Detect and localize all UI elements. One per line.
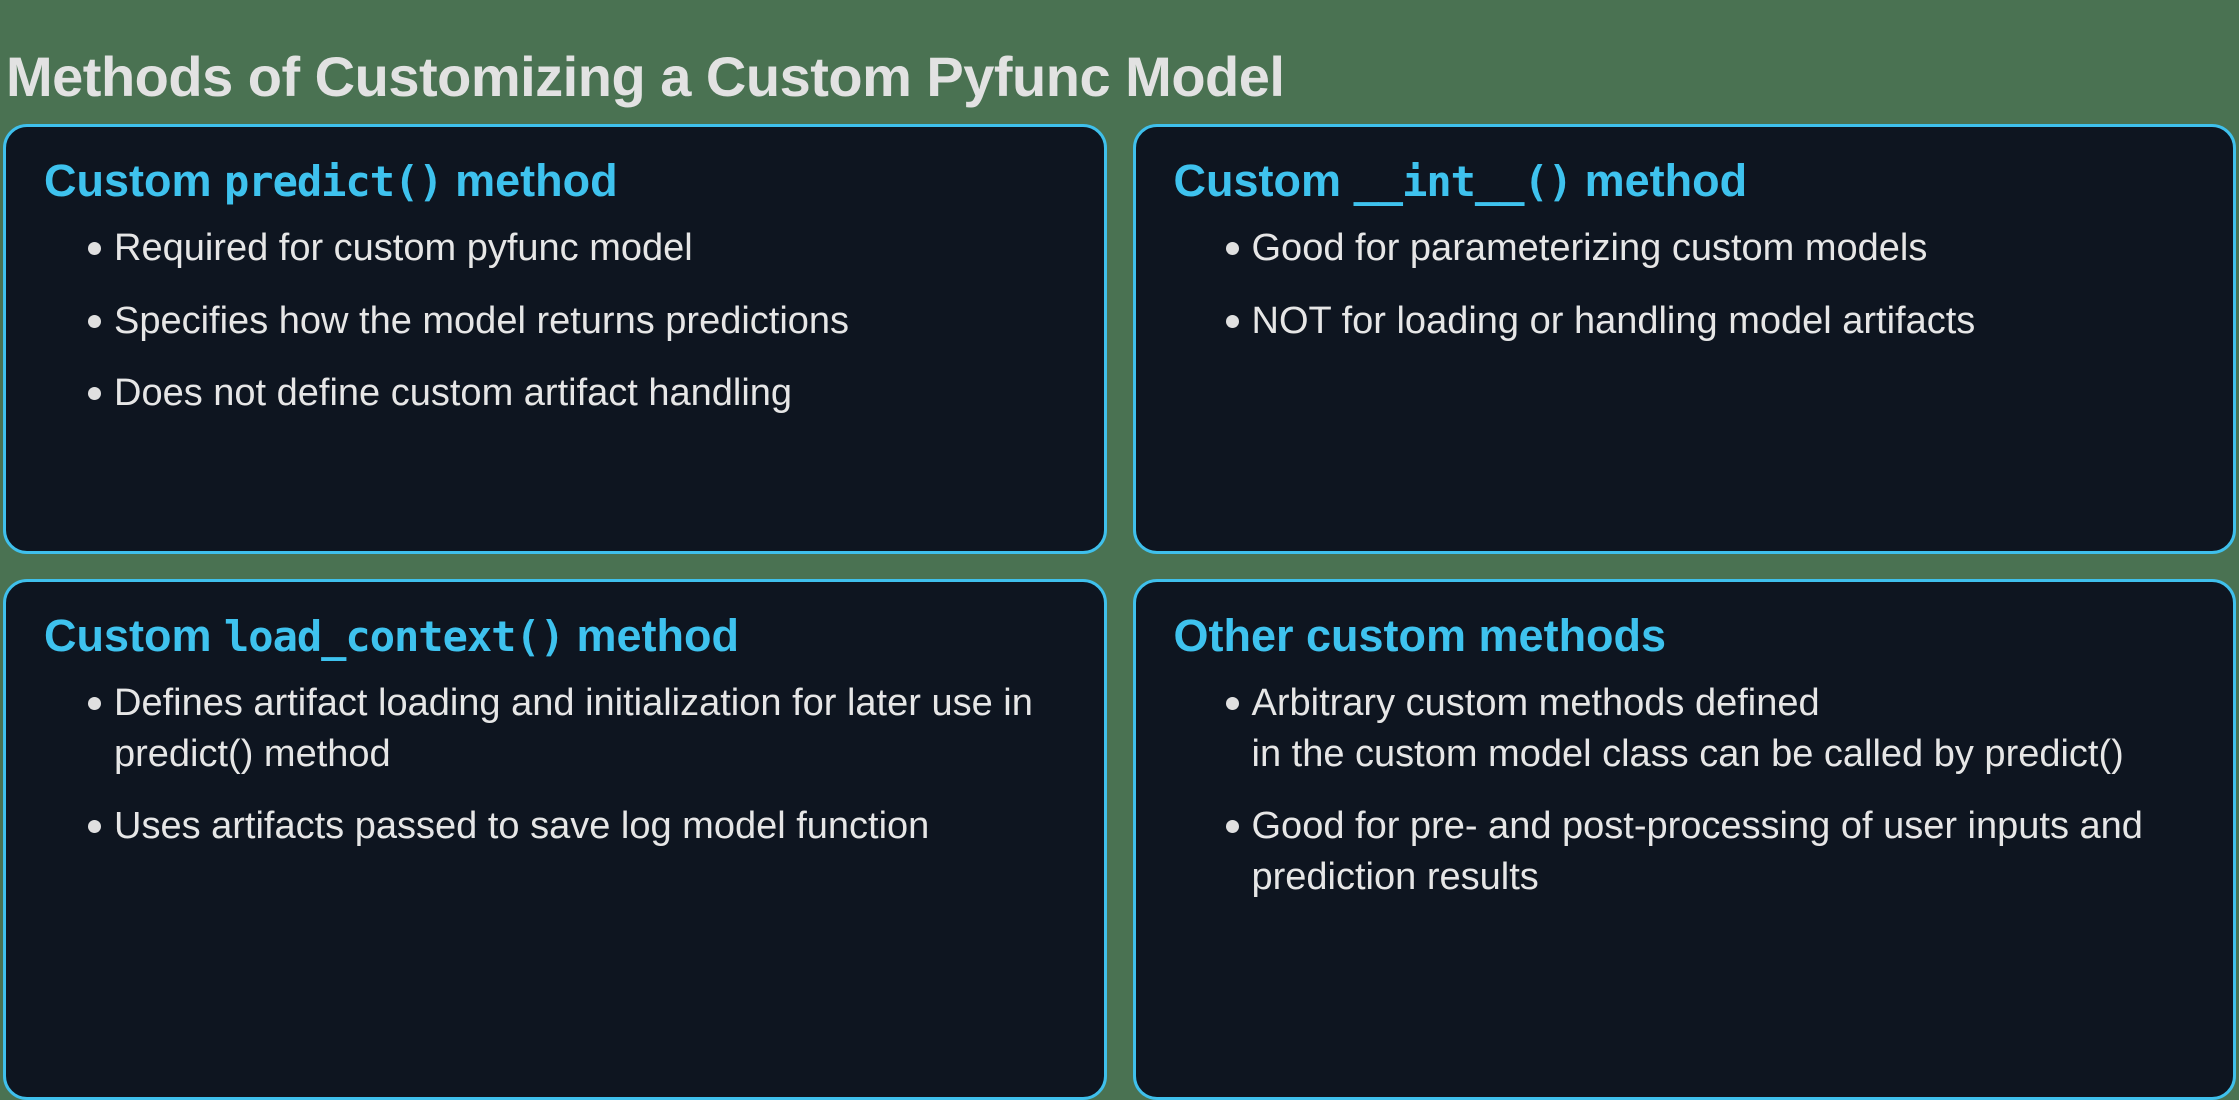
bullet-dot-icon — [1225, 820, 1239, 834]
page-title: Methods of Customizing a Custom Pyfunc M… — [6, 44, 1285, 108]
list-item: Required for custom pyfunc model — [44, 223, 1070, 274]
list-item: Good for pre- and post-processing of use… — [1174, 801, 2200, 902]
card-custom-load-context-method: Custom load_context() method Defines art… — [3, 579, 1107, 1100]
bullet-dot-icon — [1225, 242, 1239, 256]
list-item-text: Uses artifacts passed to save log model … — [114, 805, 930, 848]
list-item: Does not define custom artifact handling — [44, 368, 1070, 419]
list-item: Uses artifacts passed to save log model … — [44, 801, 1070, 852]
card-title: Custom load_context() method — [44, 608, 1070, 664]
list-item: Defines artifact loading and initializat… — [44, 678, 1070, 779]
bullet-dot-icon — [88, 697, 101, 711]
card-other-custom-methods: Other custom methods Arbitrary custom me… — [1132, 579, 2236, 1100]
bullet-dot-icon — [88, 820, 101, 834]
bullet-dot-icon — [88, 242, 101, 256]
card-title-suffix: method — [1572, 155, 1748, 206]
list-item-text: Arbitrary custom methods defined in the … — [1251, 682, 2124, 775]
card-title-suffix: method — [442, 155, 618, 206]
list-item: NOT for loading or handling model artifa… — [1174, 296, 2200, 347]
bullet-list: Required for custom pyfunc model Specifi… — [44, 223, 1070, 419]
card-title-prefix: Other custom methods — [1173, 610, 1667, 661]
bullet-list: Arbitrary custom methods defined in the … — [1174, 678, 2200, 902]
list-item-text: Good for pre- and post-processing of use… — [1251, 805, 2143, 898]
bullet-list: Good for parameterizing custom models NO… — [1174, 223, 2200, 346]
card-title-code: __int__() — [1353, 157, 1574, 206]
cards-grid: Custom predict() method Required for cus… — [3, 124, 2236, 1100]
bullet-dot-icon — [88, 387, 101, 401]
card-title-code: predict() — [224, 157, 444, 206]
card-title-prefix: Custom — [1173, 155, 1354, 206]
list-item: Arbitrary custom methods defined in the … — [1174, 678, 2200, 779]
card-title-prefix: Custom — [44, 155, 224, 206]
list-item: Good for parameterizing custom models — [1174, 223, 2200, 274]
card-title-prefix: Custom — [44, 610, 224, 661]
list-item: Specifies how the model returns predicti… — [44, 296, 1070, 347]
list-item-text: Good for parameterizing custom models — [1251, 227, 1928, 270]
list-item-text: Specifies how the model returns predicti… — [114, 299, 850, 342]
bullet-dot-icon — [1225, 314, 1239, 328]
card-title: Other custom methods — [1174, 608, 2200, 664]
card-title-code: load_context() — [224, 612, 565, 661]
card-title-suffix: method — [564, 610, 740, 661]
card-title: Custom __int__() method — [1174, 153, 2200, 209]
bullet-dot-icon — [1225, 697, 1239, 711]
card-custom-predict-method: Custom predict() method Required for cus… — [3, 124, 1107, 554]
list-item-text: NOT for loading or handling model artifa… — [1251, 299, 1976, 342]
bullet-dot-icon — [88, 314, 101, 328]
card-custom-int-method: Custom __int__() method Good for paramet… — [1132, 124, 2236, 554]
bullet-list: Defines artifact loading and initializat… — [44, 678, 1070, 852]
list-item-text: Required for custom pyfunc model — [114, 227, 693, 270]
card-title: Custom predict() method — [44, 153, 1070, 209]
list-item-text: Does not define custom artifact handling — [114, 372, 793, 415]
list-item-text: Defines artifact loading and initializat… — [114, 682, 1033, 775]
